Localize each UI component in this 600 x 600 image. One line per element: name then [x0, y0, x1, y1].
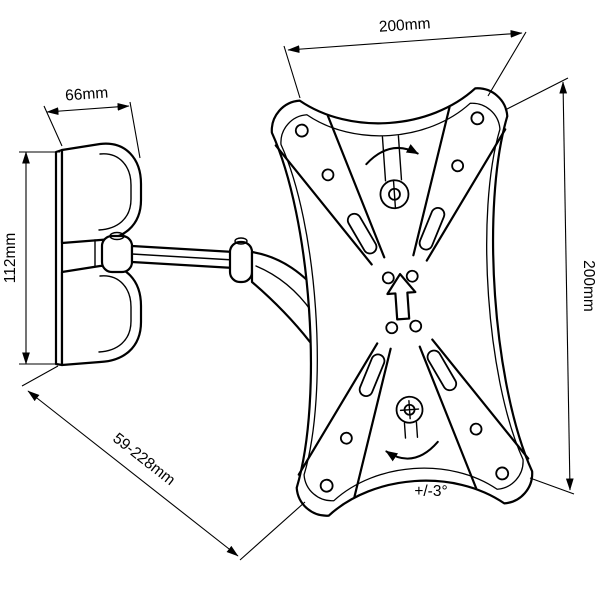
arm-edge — [326, 114, 386, 259]
mounting-slot — [358, 353, 386, 398]
bracket-bottom-lobe-contour — [98, 275, 132, 353]
up-arrow-icon — [386, 272, 417, 321]
bracket-hinge-barrel — [100, 234, 134, 274]
hinge-pivot-pin — [109, 231, 125, 241]
mounting-hole — [385, 321, 399, 335]
extension-line — [19, 151, 60, 365]
arm-edge — [297, 342, 379, 476]
dimension-bracket-height: 112mm — [2, 151, 60, 365]
dim-bracket-height-label: 112mm — [2, 233, 19, 284]
corner-screw-holes — [294, 111, 510, 493]
bracket-top-lobe-contour — [98, 153, 132, 231]
dim-plate-width-label: 200mm — [378, 15, 431, 36]
corner-hole — [495, 466, 510, 481]
keyhole-screw-bottom — [395, 395, 424, 439]
dimension-line — [287, 29, 523, 54]
dim-extension-range-label: 59-228mm — [109, 430, 178, 489]
bracket-bottom-lobe — [60, 264, 143, 367]
corner-hole — [294, 123, 309, 138]
dimension-line — [46, 102, 130, 116]
mounting-hole — [409, 319, 423, 333]
articulated-arm — [130, 237, 326, 344]
arm-edge — [431, 338, 530, 460]
keyhole-tab — [381, 135, 403, 182]
dimension-plate-height: 200mm — [504, 77, 597, 495]
screw-cross — [399, 400, 420, 420]
dim-bracket-width-label: 66mm — [65, 85, 109, 105]
mounting-slot — [418, 206, 446, 251]
dimension-extension-range: 59-228mm — [21, 365, 306, 561]
arm-edge — [353, 347, 392, 498]
rotation-arrow-bottom-icon — [385, 440, 439, 462]
arm-holes — [321, 159, 483, 445]
bracket-top-lobe — [60, 142, 143, 245]
arm-edge — [274, 144, 373, 266]
mounting-hole — [405, 269, 419, 283]
tilt-angle-label: +/-3° — [414, 483, 447, 500]
mounting-hole — [339, 431, 353, 445]
mounting-slot — [426, 349, 458, 392]
mounting-hole — [451, 159, 465, 173]
mounting-slots — [346, 206, 458, 398]
keyhole-screw-top — [379, 135, 410, 210]
mounting-hole — [381, 271, 395, 285]
dim-plate-height-label: 200mm — [580, 260, 597, 312]
screw-slot — [392, 179, 397, 209]
vesa-plate — [270, 87, 534, 517]
dimension-bracket-width: 66mm — [43, 85, 141, 159]
plate-x-arms — [274, 106, 530, 498]
dimension-plate-width: 200mm — [283, 15, 527, 99]
elbow-joint-barrel — [228, 240, 254, 284]
extension-line — [504, 77, 575, 495]
elbow-pivot-pin — [234, 237, 248, 245]
mounting-hole — [469, 422, 483, 436]
arm-segment-1-crease — [131, 253, 235, 261]
wall-bracket — [54, 142, 143, 367]
corner-hole — [319, 478, 334, 493]
corner-hole — [470, 111, 485, 126]
mounting-hole — [321, 168, 335, 182]
arm-edge — [425, 128, 507, 262]
arm-edge — [412, 106, 451, 257]
plate-inner-edge — [280, 102, 524, 502]
keyhole-tab — [403, 421, 419, 439]
rotation-arrow-top-icon — [365, 144, 419, 166]
dimension-line — [27, 390, 239, 557]
mounting-slot — [346, 212, 378, 255]
dimension-line — [559, 81, 574, 491]
extension-line — [21, 365, 306, 561]
arm-edge — [418, 345, 478, 490]
